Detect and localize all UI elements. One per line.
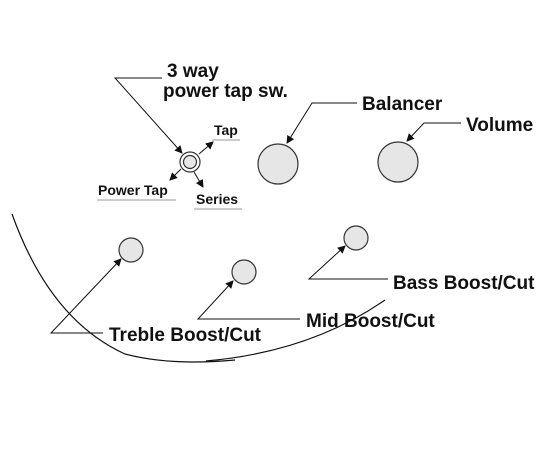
mid-label: Mid Boost/Cut	[306, 311, 435, 332]
volume-knob	[377, 141, 419, 183]
balancer-label: Balancer	[362, 94, 443, 115]
three-way-switch	[179, 151, 201, 173]
treble-leader	[49, 258, 122, 334]
treble-knob	[118, 237, 144, 263]
volume-label: Volume	[466, 115, 533, 136]
tap-label: Tap	[214, 122, 238, 138]
series-arrow	[193, 171, 204, 188]
power-tap-arrow	[169, 168, 182, 181]
balancer-leader	[286, 102, 357, 144]
power-tap-label: Power Tap	[98, 182, 168, 198]
body-outline-curve-right	[205, 299, 386, 362]
treble-label: Treble Boost/Cut	[109, 325, 262, 346]
bass-label: Bass Boost/Cut	[393, 273, 535, 294]
series-label: Series	[196, 191, 238, 207]
bass-leader	[307, 245, 388, 280]
balancer-knob	[257, 143, 299, 185]
body-outline-curve	[11, 213, 236, 363]
switch-label-line1: 3 way	[167, 61, 219, 82]
switch-label-line2: power tap sw.	[163, 81, 288, 102]
volume-leader	[406, 122, 461, 142]
mid-leader	[196, 280, 300, 320]
mid-knob	[231, 259, 257, 285]
bass-knob	[343, 225, 369, 251]
tap-arrow	[198, 141, 214, 155]
switch-leader	[113, 77, 183, 154]
